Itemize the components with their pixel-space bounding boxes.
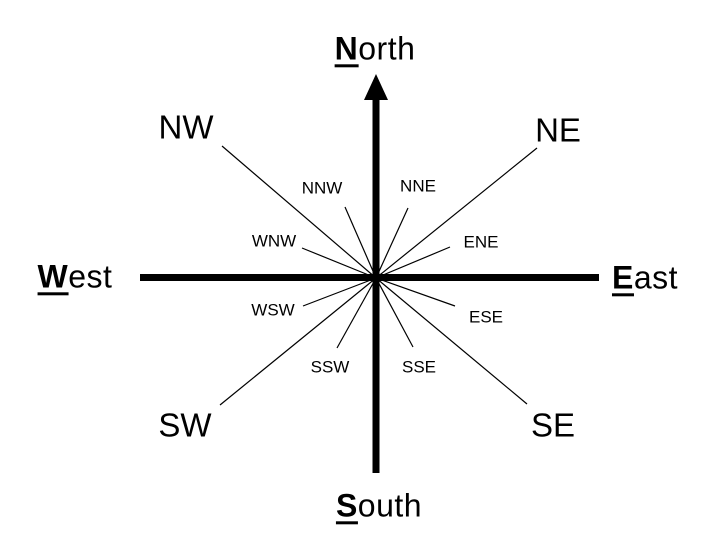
ray-ssw [336,277,377,349]
ray-ne [375,147,538,279]
ray-wnw [301,247,377,279]
east-label: East [611,259,679,297]
ray-sse [375,277,414,348]
sw-label: SW [158,406,212,444]
west-initial: W [37,258,69,296]
north-initial: N [334,30,359,68]
ray-sw [219,277,377,406]
north-arrowhead-icon [364,74,388,100]
nne-label: NNE [400,176,436,196]
ray-nw [221,145,377,279]
ray-se [375,277,528,405]
wsw-label: WSW [251,300,295,320]
sse-label: SSE [401,357,437,377]
west-label: West [37,258,113,296]
south-rest: outh [357,487,423,524]
nnw-label: NNW [301,178,343,198]
east-initial: E [611,259,634,297]
north-label: North [334,30,416,68]
north-rest: orth [358,30,416,67]
ray-wsw [302,277,377,307]
ray-ese [375,277,456,307]
west-rest: est [68,258,113,295]
south-initial: S [335,487,358,525]
east-rest: ast [633,259,679,296]
wnw-label: WNW [251,231,297,251]
south-label: South [335,487,423,525]
se-label: SE [530,406,576,444]
ray-nnw [344,206,377,279]
ne-label: NE [535,111,581,149]
ssw-label: SSW [310,357,350,377]
ray-nne [375,207,409,279]
nw-label: NW [158,108,214,146]
ese-label: ESE [468,307,504,327]
ray-ene [375,246,451,279]
ene-label: ENE [463,232,499,252]
